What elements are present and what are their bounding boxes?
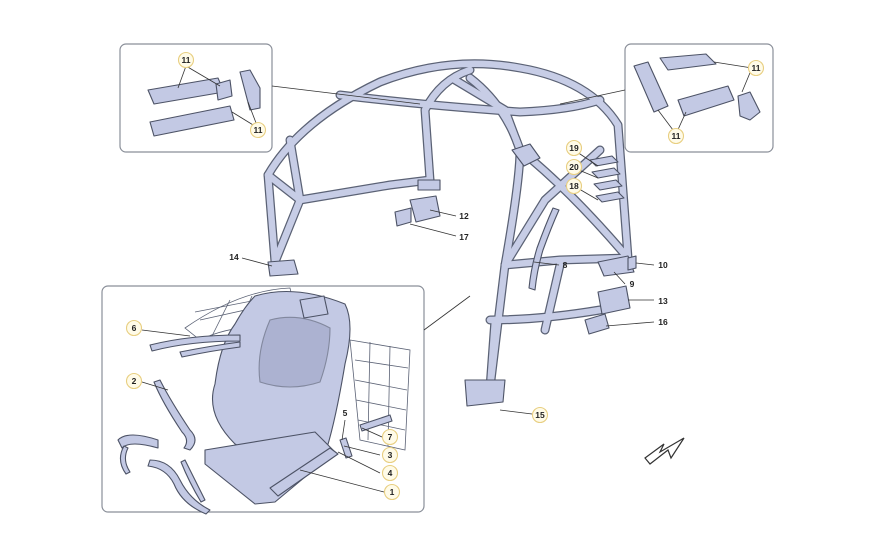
callout-label: 11 xyxy=(752,63,761,73)
callout-6: 6 xyxy=(125,319,143,337)
callout-2: 2 xyxy=(125,372,143,390)
callout-20: 20 xyxy=(565,158,583,176)
callout-16: 16 xyxy=(658,317,668,327)
callout-11c: 11 xyxy=(747,59,765,77)
inset-top-right xyxy=(624,43,774,153)
callout-4: 4 xyxy=(381,464,399,482)
callout-14: 14 xyxy=(229,252,239,262)
callout-label: 5 xyxy=(343,408,348,418)
callout-18: 18 xyxy=(565,177,583,195)
callout-label: 15 xyxy=(535,410,545,420)
callout-label: 10 xyxy=(658,260,668,270)
base-plate-15 xyxy=(464,379,506,407)
callout-label: 12 xyxy=(459,211,469,221)
callout-13: 13 xyxy=(658,296,668,306)
callout-label: 9 xyxy=(630,279,635,289)
callout-7: 7 xyxy=(381,428,399,446)
callout-8: 8 xyxy=(563,260,568,270)
callout-19: 19 xyxy=(565,139,583,157)
callout-label: 20 xyxy=(569,162,579,172)
callout-label: 3 xyxy=(388,450,393,460)
seat-inset xyxy=(101,285,471,515)
seat-belt-strap-8 xyxy=(528,207,560,291)
leader-lines xyxy=(141,149,655,493)
callout-12: 12 xyxy=(459,211,469,221)
callout-11b: 11 xyxy=(249,121,267,139)
pin-10 xyxy=(627,255,637,271)
inset-top-left xyxy=(119,43,273,153)
callout-label: 14 xyxy=(229,252,239,262)
callout-3: 3 xyxy=(381,446,399,464)
callout-label: 4 xyxy=(388,468,393,478)
callout-label: 11 xyxy=(672,131,681,141)
callout-label: 2 xyxy=(132,376,137,386)
bracket-12-17 xyxy=(394,195,441,227)
callout-1: 1 xyxy=(383,483,401,501)
front-direction-arrow-icon xyxy=(644,437,685,465)
roll-cage xyxy=(263,59,635,407)
callout-label: 11 xyxy=(254,125,263,135)
callout-label: 17 xyxy=(459,232,469,242)
callout-label: 8 xyxy=(563,260,568,270)
callout-5: 5 xyxy=(343,408,348,418)
callout-label: 1 xyxy=(390,487,395,497)
callout-11d: 11 xyxy=(667,127,685,145)
callout-label: 7 xyxy=(388,432,393,442)
callout-15: 15 xyxy=(531,406,549,424)
callout-label: 13 xyxy=(658,296,668,306)
plate-13-16 xyxy=(584,285,631,335)
callout-label: 11 xyxy=(182,55,191,65)
callout-label: 18 xyxy=(569,181,579,191)
base-plate-14 xyxy=(267,259,299,277)
callout-label: 6 xyxy=(132,323,137,333)
callout-11a: 11 xyxy=(177,51,195,69)
callout-label: 19 xyxy=(569,143,579,153)
callout-label: 16 xyxy=(658,317,668,327)
callout-9: 9 xyxy=(630,279,635,289)
callout-17: 17 xyxy=(459,232,469,242)
callout-10: 10 xyxy=(658,260,668,270)
